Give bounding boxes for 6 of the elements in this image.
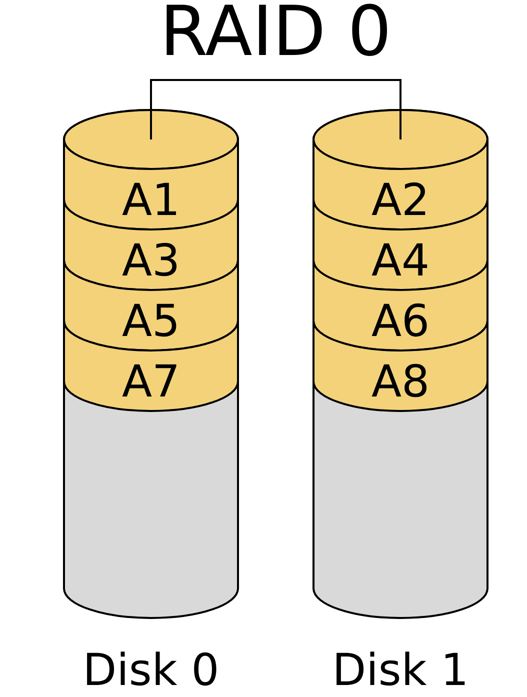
data-block: A1 [63, 138, 239, 230]
data-block: A2 [312, 138, 488, 230]
disk-label: Disk 1 [336, 652, 465, 686]
connector-line [150, 79, 402, 140]
title: RAID 0 [166, 4, 387, 56]
disk-label: Disk 0 [87, 652, 216, 686]
